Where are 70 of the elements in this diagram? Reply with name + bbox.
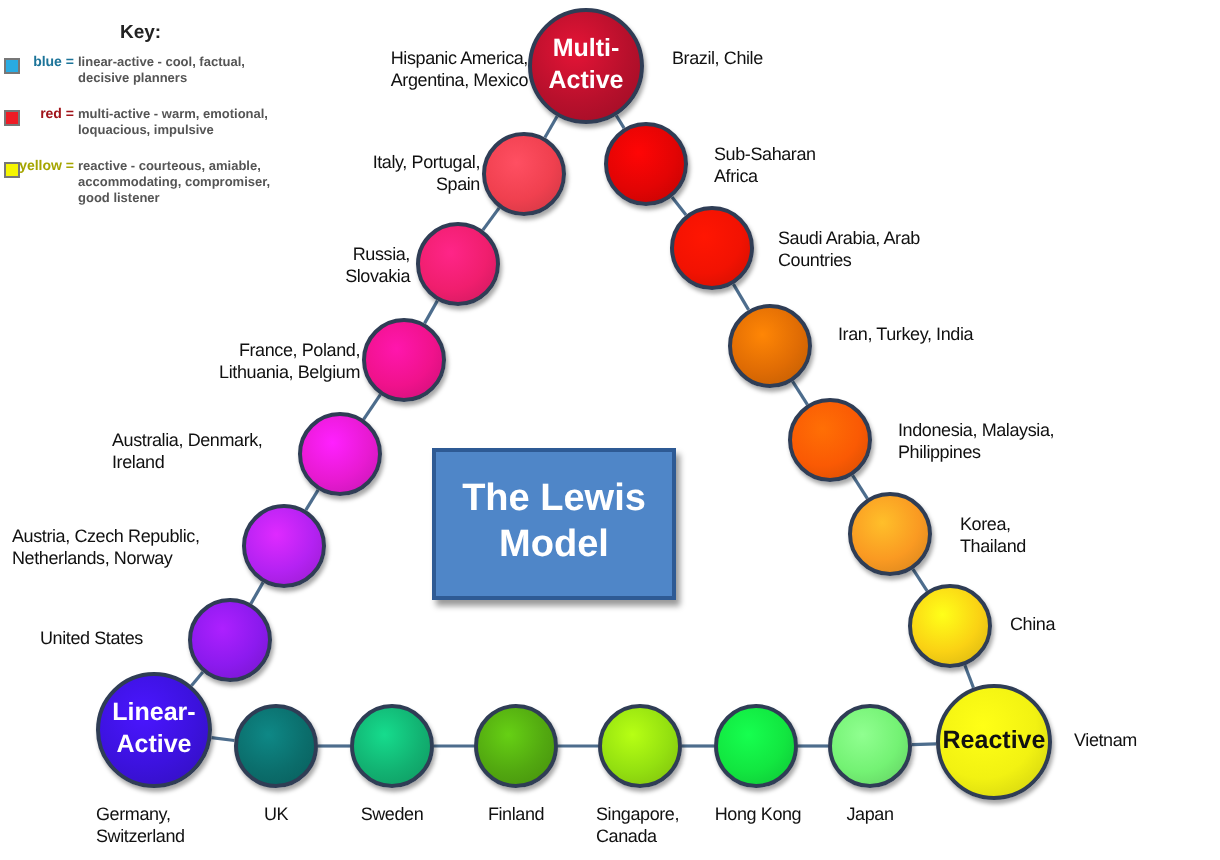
connector-line (558, 744, 598, 748)
country-label: Japan (844, 804, 896, 827)
country-label: Singapore, Canada (596, 804, 682, 849)
country-label: United States (40, 628, 145, 651)
category-circle (528, 8, 644, 124)
country-label: Hong Kong (712, 804, 804, 827)
country-circle (828, 704, 912, 788)
country-circle (350, 704, 434, 788)
country-label: France, Poland, Lithuania, Belgium (217, 340, 360, 385)
connector-line (670, 196, 688, 216)
category-circle (96, 672, 212, 788)
connector-line (318, 744, 350, 748)
country-label: Germany, Switzerland (96, 804, 187, 849)
connector-line (732, 283, 750, 311)
country-circle (604, 122, 688, 206)
connector-line (911, 568, 929, 592)
connector-line (798, 744, 828, 748)
country-label: Saudi Arabia, Arab Countries (778, 228, 922, 273)
country-label: Russia, Slovakia (343, 244, 410, 289)
country-circle (908, 584, 992, 668)
country-label: Brazil, Chile (672, 48, 765, 71)
connector-line (543, 115, 559, 139)
connector-line (423, 299, 439, 325)
category-label: Reactive (942, 726, 1046, 758)
country-circle (416, 222, 500, 306)
category-label: Linear-Active (110, 698, 198, 762)
country-label: Finland (485, 804, 547, 827)
title-box (432, 448, 676, 600)
connector-line (211, 735, 235, 743)
category-label: Multi-Active (546, 34, 626, 98)
country-label: Hispanic America, Argentina, Mexico (388, 48, 528, 93)
country-circle (188, 598, 272, 682)
connector-line (963, 664, 975, 689)
connector-line (304, 489, 320, 511)
country-label: Vietnam (1074, 730, 1139, 753)
country-circle (474, 704, 558, 788)
connector-line (911, 742, 937, 747)
country-circle (714, 704, 798, 788)
country-circle (598, 704, 682, 788)
country-label: Indonesia, Malaysia, Philippines (898, 420, 1057, 465)
category-circle (936, 684, 1052, 800)
connector-line (249, 581, 265, 605)
country-circle (298, 412, 382, 496)
connector-line (682, 744, 714, 748)
country-circle (482, 132, 566, 216)
country-label: Australia, Denmark, Ireland (112, 430, 265, 475)
connector-line (481, 206, 501, 232)
country-label: Austria, Czech Republic, Netherlands, Norway (12, 526, 202, 571)
country-circle (848, 492, 932, 576)
connector-line (614, 114, 626, 129)
country-circle (728, 304, 812, 388)
country-label: China (1010, 614, 1058, 637)
connector-line (434, 744, 474, 748)
country-label: Italy, Portugal, Spain (370, 152, 480, 197)
country-circle (234, 704, 318, 788)
country-label: Sweden (358, 804, 426, 827)
country-label: Iran, Turkey, India (838, 324, 976, 347)
connector-line (190, 671, 205, 687)
country-label: UK (261, 804, 291, 827)
key-heading: Key: (120, 22, 162, 46)
country-label: Korea, Thailand (960, 514, 1028, 559)
connector-line (851, 474, 869, 500)
country-circle (788, 398, 872, 482)
country-circle (362, 318, 446, 402)
connector-line (362, 393, 382, 421)
connector-line (791, 380, 809, 406)
country-circle (670, 206, 754, 290)
model-name: The Lewis Model (460, 478, 648, 570)
country-label: Sub-Saharan Africa (714, 144, 818, 189)
country-circle (242, 504, 326, 588)
